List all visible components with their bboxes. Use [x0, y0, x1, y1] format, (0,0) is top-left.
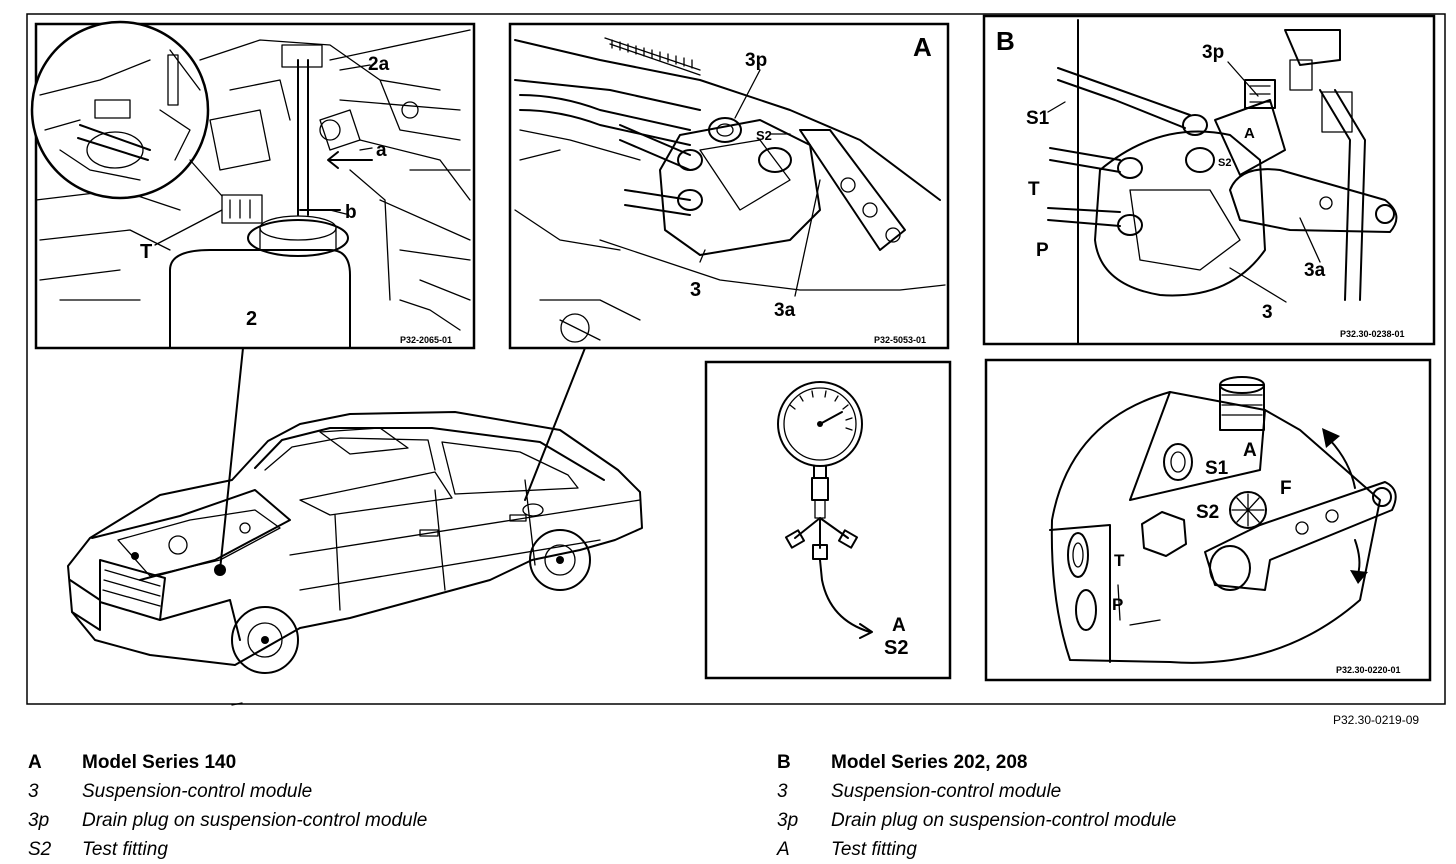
label-S2: S2	[1196, 502, 1219, 523]
legend-item: S2 Test fitting	[28, 835, 427, 864]
label-S2: S2	[756, 128, 772, 143]
label-T: T	[140, 241, 152, 263]
legend-model-140: A Model Series 140 3 Suspension-control …	[28, 748, 427, 864]
label-S2: S2	[884, 637, 908, 659]
legend-text: Model Series 202, 208	[831, 752, 1028, 773]
label-P: P	[1112, 595, 1123, 614]
legend-key: S2	[28, 839, 52, 860]
pointer-line-module-a	[524, 347, 586, 501]
panel-b-letter: B	[996, 26, 1015, 56]
panel-model-202-208: B 3p S1 T P A S2 3 3a P32.30-0238-01	[982, 14, 1436, 346]
label-b: b	[345, 202, 357, 223]
legend-text: Model Series 140	[82, 752, 237, 773]
legend-text: Drain plug on suspension-control module	[831, 810, 1177, 831]
label-3p: 3p	[1202, 42, 1224, 63]
legend-text: Test fitting	[831, 839, 917, 860]
figure-code: P32.30-0219-09	[1333, 713, 1420, 727]
legend-key: A	[777, 839, 790, 860]
label-3p: 3p	[745, 50, 767, 71]
figure-frame	[26, 13, 1446, 705]
label-2a: 2a	[368, 54, 390, 75]
label-A: A	[1243, 440, 1257, 461]
legend-key: A	[28, 752, 42, 773]
label-3: 3	[690, 279, 701, 301]
label-T: T	[1114, 551, 1125, 570]
legend-key: 3p	[777, 810, 799, 831]
label-S1: S1	[1205, 458, 1229, 479]
panel-valve-detail: S1 A F S2 T P P32.30-0220-01	[984, 358, 1432, 682]
label-3a: 3a	[774, 300, 796, 321]
legend-model-202-208: B Model Series 202, 208 3 Suspension-con…	[777, 748, 1176, 864]
label-3a: 3a	[1304, 260, 1326, 281]
legend-item: A Test fitting	[777, 835, 1176, 864]
label-3: 3	[1262, 302, 1273, 323]
legend-item: 3 Suspension-control module	[777, 777, 1176, 806]
panel-valve-code: P32.30-0220-01	[1336, 665, 1401, 675]
panel-engine-code: P32-2065-01	[400, 335, 452, 345]
car-illustration	[67, 347, 643, 706]
legend-item: 3 Suspension-control module	[28, 777, 427, 806]
legend-heading: A Model Series 140	[28, 748, 427, 777]
legend-text: Drain plug on suspension-control module	[82, 810, 428, 831]
label-F: F	[1280, 478, 1292, 499]
panel-pressure-gauge: A S2	[704, 360, 952, 680]
panel-b-code: P32.30-0238-01	[1340, 329, 1405, 339]
label-A: A	[1244, 125, 1255, 142]
panel-a-letter: A	[913, 32, 932, 62]
label-2: 2	[246, 308, 257, 330]
legend-key: 3	[777, 781, 788, 802]
legend-text: Suspension-control module	[82, 781, 313, 802]
label-a: a	[376, 140, 387, 161]
legend-item: 3p Drain plug on suspension-control modu…	[777, 806, 1176, 835]
legend-heading: B Model Series 202, 208	[777, 748, 1176, 777]
legend-text: Suspension-control module	[831, 781, 1062, 802]
legend-key: B	[777, 752, 791, 773]
legend-text: Test fitting	[82, 839, 168, 860]
panel-a-code: P32-5053-01	[874, 335, 926, 345]
legend-item: 3p Drain plug on suspension-control modu…	[28, 806, 427, 835]
panel-model-140: A 3p S2 3 3a P32-5053-01	[508, 22, 950, 350]
label-P: P	[1036, 240, 1049, 261]
label-S1: S1	[1026, 108, 1050, 129]
label-S2: S2	[1218, 157, 1231, 169]
label-A: A	[892, 615, 906, 636]
legend-key: 3	[28, 781, 39, 802]
panel-engine-bay: 2 2a a b T P32-2065-01	[30, 20, 476, 350]
legend-key: 3p	[28, 810, 50, 831]
label-T: T	[1028, 179, 1040, 200]
pointer-line-engine	[219, 347, 244, 571]
